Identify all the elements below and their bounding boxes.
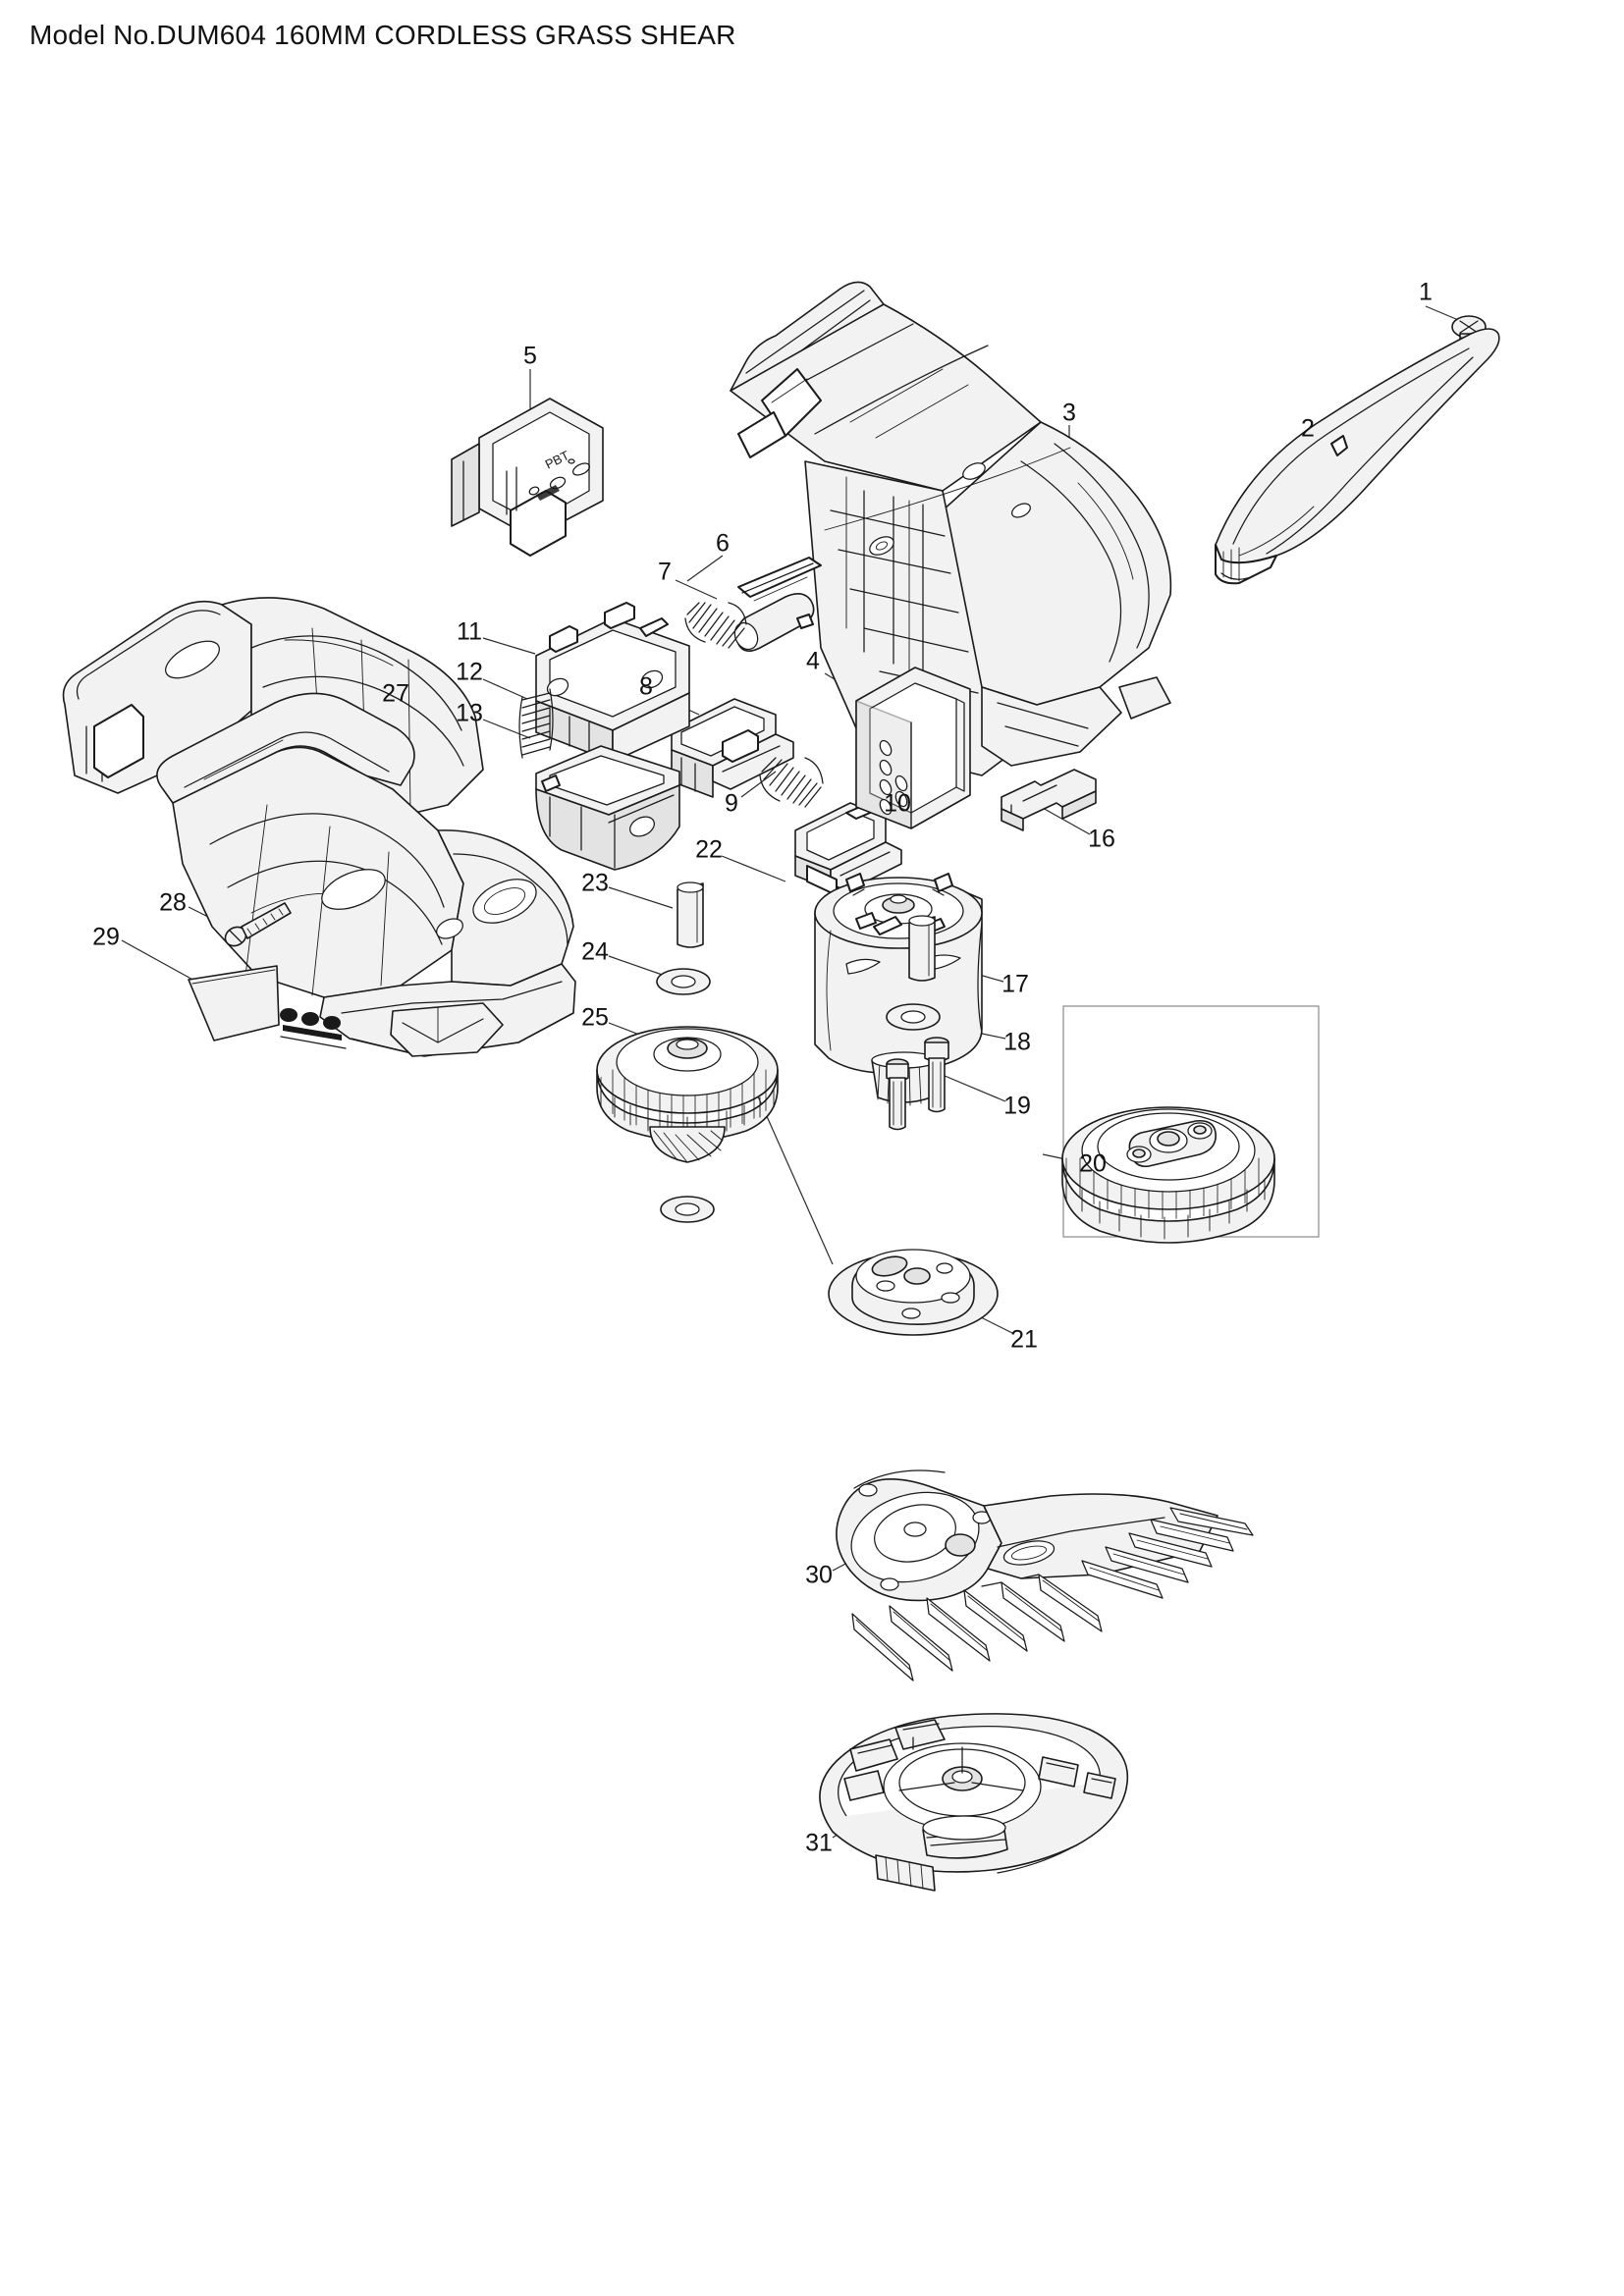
- callout-27: 27: [382, 679, 409, 708]
- part-13-switch-trigger: [535, 745, 680, 871]
- part-31-blade-base: [819, 1713, 1129, 1892]
- part-21-crank-plate: [828, 1249, 999, 1336]
- callout-17: 17: [1001, 970, 1029, 998]
- callout-31: 31: [805, 1829, 833, 1857]
- part-9-compression-spring: [759, 757, 824, 808]
- callout-9: 9: [725, 789, 738, 818]
- callout-6: 6: [716, 529, 730, 558]
- part-11-micro-switch: [535, 602, 690, 763]
- part-23-pin: [677, 881, 704, 948]
- part-4-controller: [855, 667, 971, 829]
- callout-4: 4: [806, 647, 820, 675]
- blade-teeth-upper: [1081, 1507, 1254, 1599]
- callout-29: 29: [92, 923, 120, 951]
- callout-24: 24: [581, 937, 609, 966]
- callout-12: 12: [456, 658, 483, 686]
- callout-1: 1: [1419, 278, 1433, 306]
- callout-25: 25: [581, 1003, 609, 1032]
- part-19-hex-socket-bolt: [886, 1037, 949, 1131]
- part-24-flat-washer: [656, 968, 711, 995]
- part-25-spiral-bevel-gear: [596, 1026, 779, 1223]
- callout-19: 19: [1003, 1092, 1031, 1120]
- part-18-flat-washer: [886, 1003, 941, 1031]
- callout-2: 2: [1301, 414, 1315, 443]
- page-title: Model No.DUM604 160MM CORDLESS GRASS SHE…: [29, 20, 736, 50]
- part-12-compression-spring: [518, 688, 554, 759]
- callout-20: 20: [1079, 1149, 1107, 1178]
- bolt-left: [886, 1058, 909, 1131]
- part-28-tapping-screw: [224, 902, 292, 947]
- callout-3: 3: [1062, 399, 1076, 427]
- part-3-housing-set: [730, 281, 1172, 776]
- bolt-right: [924, 1037, 949, 1113]
- callout-5: 5: [523, 342, 537, 370]
- callout-28: 28: [159, 888, 187, 917]
- blade-teeth-lower: [851, 1574, 1103, 1682]
- callout-16: 16: [1088, 825, 1115, 853]
- part-30-shear-blade-assembly: [836, 1469, 1254, 1682]
- part-16-insulation-plate: [1001, 769, 1097, 831]
- callout-11: 11: [457, 617, 482, 646]
- part-2-blade-cover: [1215, 328, 1500, 585]
- callout-7: 7: [658, 558, 672, 586]
- part-7-compression-spring: [684, 602, 747, 649]
- callout-30: 30: [805, 1561, 833, 1589]
- part-17-pin: [908, 915, 936, 982]
- callout-13: 13: [456, 699, 483, 727]
- part-27-tool-body: [62, 597, 576, 1057]
- part-5-terminal-holder: PBT: [451, 398, 604, 557]
- callout-8: 8: [639, 672, 653, 701]
- callout-18: 18: [1003, 1028, 1031, 1056]
- callout-21: 21: [1010, 1325, 1038, 1354]
- callout-22: 22: [695, 835, 723, 864]
- part-6-lock-off-button: [733, 557, 822, 652]
- part-29-name-plate: [188, 965, 280, 1041]
- callout-23: 23: [581, 869, 609, 897]
- part-20-gear-complete: [1061, 1106, 1275, 1244]
- callout-10: 10: [884, 789, 911, 818]
